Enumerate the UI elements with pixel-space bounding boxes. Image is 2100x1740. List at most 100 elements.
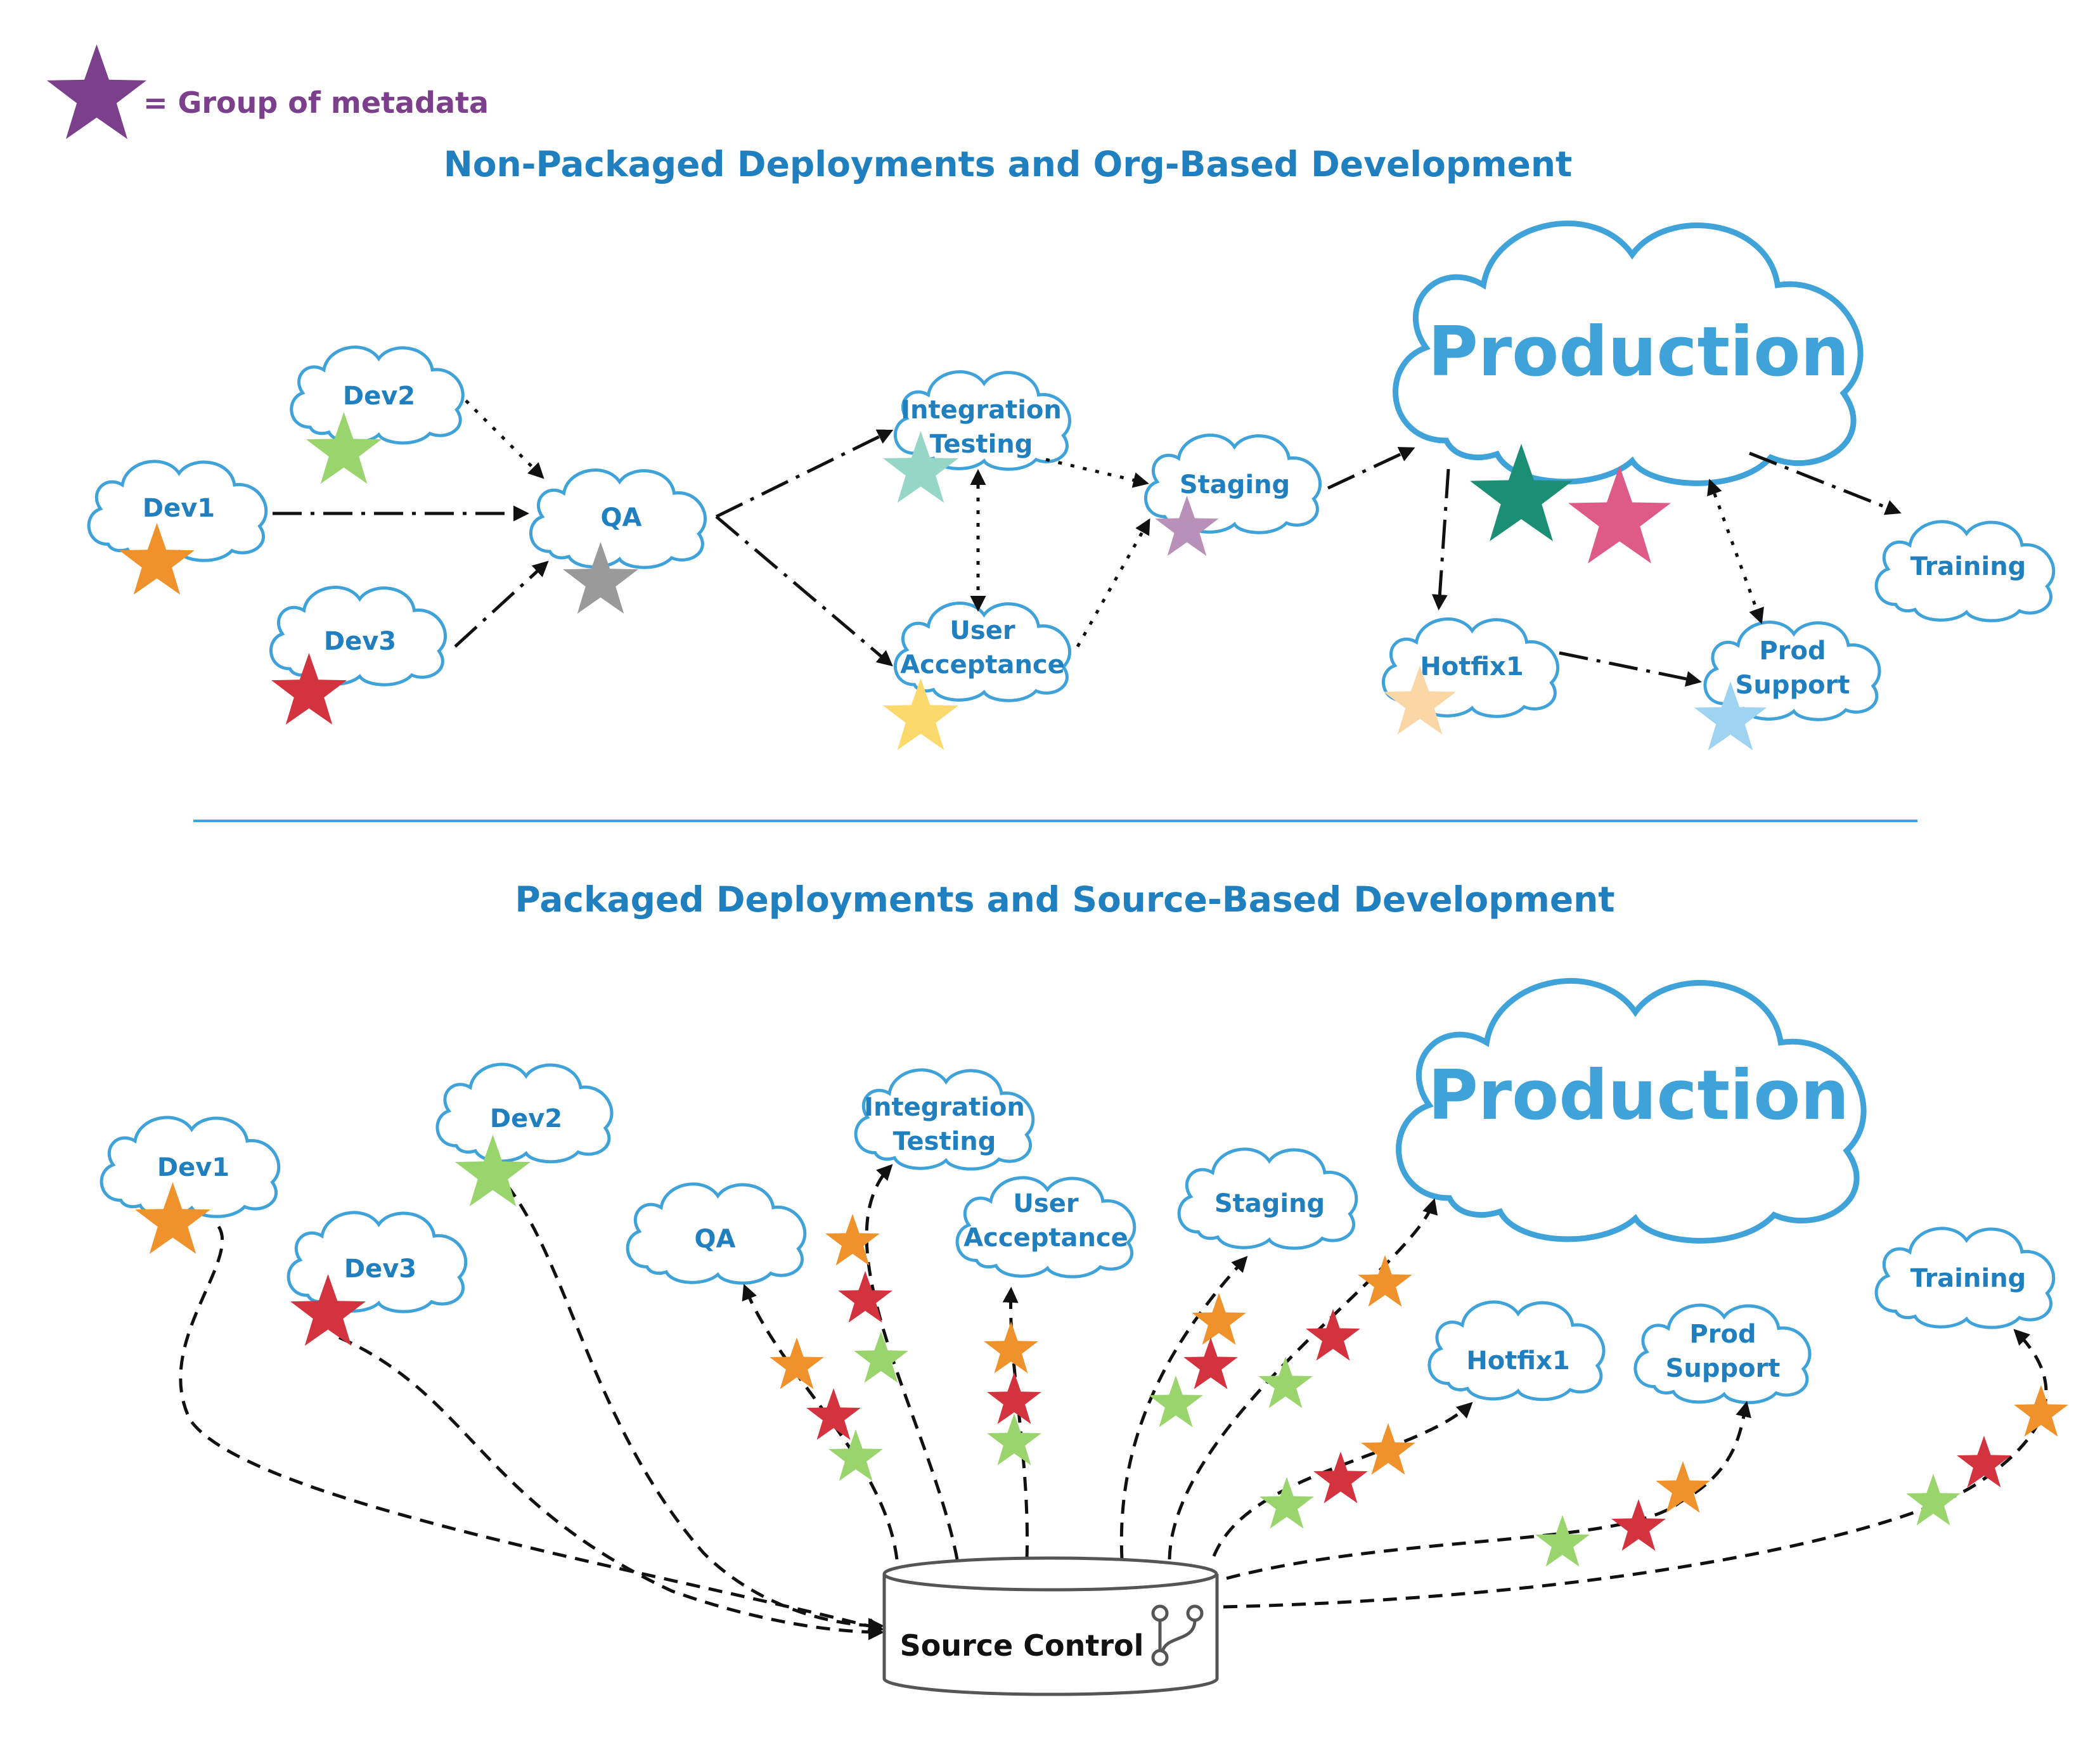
star-red-integration-icon bbox=[838, 1271, 892, 1323]
bottom-prod-support-label-1: Prod bbox=[1689, 1320, 1756, 1349]
star-red-staging-icon bbox=[1183, 1337, 1238, 1389]
top-uat-label-2: Acceptance bbox=[900, 650, 1065, 680]
star-orange-integration-icon bbox=[825, 1214, 880, 1266]
arrow-staging-to-production bbox=[1327, 447, 1415, 490]
top-staging-label: Staging bbox=[1180, 470, 1290, 499]
legend: = Group of metadata bbox=[46, 44, 489, 139]
source-control-label: Source Control bbox=[900, 1628, 1144, 1663]
top-dev2-label: Dev2 bbox=[343, 382, 415, 411]
bottom-training-label: Training bbox=[1910, 1264, 2026, 1293]
arrow-qa-to-integration bbox=[715, 429, 894, 519]
bottom-staging-label: Staging bbox=[1214, 1189, 1325, 1218]
top-prod-support-label-2: Support bbox=[1736, 671, 1850, 700]
bottom-cloud-dev2: Dev2 bbox=[437, 1064, 612, 1162]
star-orange-uat-icon bbox=[984, 1322, 1038, 1374]
bottom-prod-support-label-2: Support bbox=[1666, 1354, 1781, 1383]
star-green-training-icon bbox=[1906, 1474, 1961, 1526]
arrow-production-prod-support bbox=[1707, 479, 1764, 624]
star-red-production-icon bbox=[1306, 1309, 1360, 1361]
path-source-to-integration bbox=[865, 1164, 959, 1560]
bottom-integration-label-2: Testing bbox=[893, 1127, 996, 1156]
star-orange-hotfix-icon bbox=[1361, 1423, 1415, 1475]
bottom-cloud-prod-support: Prod Support bbox=[1635, 1305, 1810, 1403]
top-cloud-integration-testing: Integration Testing bbox=[895, 372, 1069, 470]
bottom-uat-label-1: User bbox=[1013, 1189, 1078, 1218]
star-green-uat-icon bbox=[987, 1414, 1041, 1466]
bottom-cloud-production: Production bbox=[1399, 981, 1864, 1241]
top-integration-label-1: Integration bbox=[901, 396, 1062, 425]
arrow-production-to-hotfix bbox=[1431, 468, 1450, 610]
path-dev2-to-source bbox=[506, 1184, 884, 1634]
arrow-hotfix-to-prod-support bbox=[1559, 651, 1702, 687]
star-green-hotfix-icon bbox=[1259, 1477, 1314, 1529]
top-dev1-label: Dev1 bbox=[143, 494, 215, 523]
top-flow-arrows bbox=[273, 399, 1902, 687]
path-dev3-to-source bbox=[338, 1336, 884, 1640]
bottom-cloud-qa: QA bbox=[628, 1184, 805, 1283]
legend-star-icon bbox=[46, 44, 147, 139]
arrow-dev2-to-qa bbox=[465, 399, 544, 479]
top-cloud-qa: QA bbox=[531, 470, 705, 568]
top-production-label: Production bbox=[1428, 313, 1850, 392]
arrow-uat-to-staging bbox=[1076, 518, 1150, 648]
top-cloud-production: Production bbox=[1396, 224, 1861, 484]
arrow-qa-to-uat bbox=[715, 515, 893, 667]
top-cloud-dev3: Dev3 bbox=[271, 588, 445, 685]
star-orange-production-icon bbox=[1358, 1255, 1412, 1307]
top-cloud-hotfix1: Hotfix1 bbox=[1383, 619, 1557, 717]
bottom-cloud-user-acceptance: User Acceptance bbox=[957, 1178, 1135, 1277]
top-qa-label: QA bbox=[601, 503, 642, 532]
star-orange-prodsupport-icon bbox=[1656, 1461, 1710, 1513]
bottom-dev3-label: Dev3 bbox=[344, 1254, 416, 1284]
star-red-hotfix-icon bbox=[1313, 1452, 1368, 1504]
arrow-production-to-training bbox=[1749, 451, 1902, 515]
legend-text: = Group of metadata bbox=[143, 86, 489, 120]
top-training-label: Training bbox=[1910, 552, 2026, 581]
bottom-cloud-dev3: Dev3 bbox=[288, 1213, 466, 1311]
path-source-to-staging bbox=[1119, 1256, 1248, 1560]
star-red-prodsupport-icon bbox=[1611, 1499, 1666, 1551]
star-green-staging-icon bbox=[1149, 1376, 1203, 1427]
arrow-integration-to-staging bbox=[1045, 458, 1149, 488]
bottom-cloud-staging: Staging bbox=[1179, 1149, 1356, 1248]
bottom-integration-label-1: Integration bbox=[864, 1093, 1025, 1122]
top-hotfix-label: Hotfix1 bbox=[1420, 652, 1523, 681]
path-source-to-qa bbox=[742, 1284, 899, 1560]
source-control-repository: Source Control bbox=[882, 1556, 1219, 1696]
bottom-dev1-label: Dev1 bbox=[157, 1153, 229, 1182]
top-section-title: Non-Packaged Deployments and Org-Based D… bbox=[444, 144, 1573, 184]
bottom-cloud-hotfix1: Hotfix1 bbox=[1429, 1302, 1604, 1400]
top-prod-support-label-1: Prod bbox=[1759, 636, 1826, 666]
bottom-cloud-training: Training bbox=[1876, 1228, 2054, 1327]
path-dev1-to-source bbox=[179, 1225, 884, 1634]
top-cloud-training: Training bbox=[1876, 522, 2054, 621]
arrow-dev3-to-qa bbox=[454, 560, 549, 648]
top-cloud-staging: Staging bbox=[1145, 435, 1320, 533]
star-green-prodsupport-icon bbox=[1535, 1515, 1590, 1567]
bottom-production-label: Production bbox=[1428, 1056, 1850, 1135]
star-green-integration-icon bbox=[854, 1331, 908, 1383]
bottom-qa-label: QA bbox=[695, 1225, 736, 1254]
top-dev3-label: Dev3 bbox=[324, 627, 396, 656]
bottom-cloud-integration-testing: Integration Testing bbox=[856, 1070, 1033, 1169]
star-orange-training-icon bbox=[2014, 1385, 2068, 1437]
star-green-production-icon bbox=[1258, 1357, 1313, 1408]
star-green-qa-icon bbox=[828, 1429, 883, 1481]
top-integration-label-2: Testing bbox=[930, 430, 1033, 459]
path-source-to-production bbox=[1168, 1198, 1438, 1560]
top-cloud-dev1: Dev1 bbox=[89, 461, 266, 560]
bottom-hotfix-label: Hotfix1 bbox=[1466, 1346, 1569, 1376]
top-uat-label-1: User bbox=[950, 616, 1015, 645]
bottom-uat-label-2: Acceptance bbox=[963, 1223, 1128, 1253]
bottom-cloud-dev1: Dev1 bbox=[101, 1118, 279, 1216]
bottom-dev2-label: Dev2 bbox=[490, 1104, 562, 1133]
star-orange-qa-icon bbox=[770, 1337, 824, 1389]
star-orange-staging-icon bbox=[1192, 1293, 1246, 1345]
bottom-section-title: Packaged Deployments and Source-Based De… bbox=[515, 879, 1614, 920]
top-cloud-user-acceptance: User Acceptance bbox=[895, 603, 1069, 701]
git-branch-icon bbox=[1151, 1604, 1204, 1666]
top-cloud-prod-support: Prod Support bbox=[1705, 622, 1879, 720]
path-source-to-prod-support bbox=[1226, 1401, 1751, 1580]
